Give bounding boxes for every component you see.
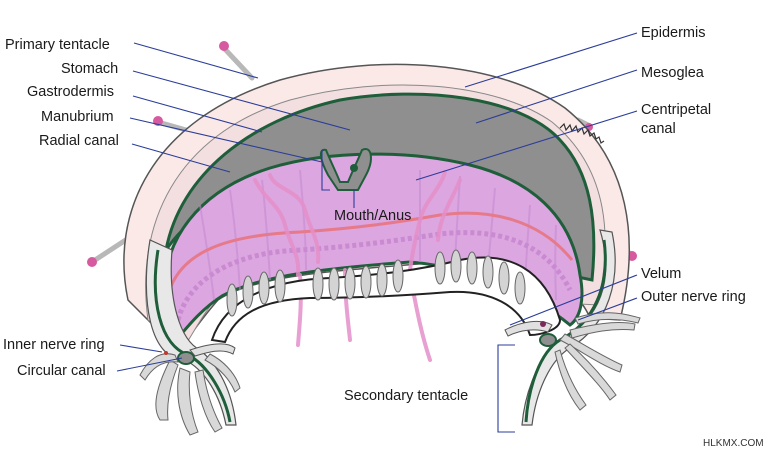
label-gastrodermis: Gastrodermis: [27, 84, 114, 100]
label-epidermis: Epidermis: [641, 25, 705, 41]
label-primary-tentacle: Primary tentacle: [5, 37, 110, 53]
subumbrella-fringe: [226, 249, 526, 317]
label-radial-canal: Radial canal: [39, 133, 119, 149]
right-secondary-tentacles: [554, 312, 641, 411]
label-centripetal-canal-line1: Centripetal: [641, 102, 711, 118]
label-mesoglea: Mesoglea: [641, 65, 705, 81]
right-circular-canal: [539, 333, 557, 347]
label-inner-nerve-ring: Inner nerve ring: [3, 337, 105, 353]
leader-lines: [116, 32, 638, 433]
left-circular-canal: [177, 351, 195, 365]
label-secondary-tentacle: Secondary tentacle: [344, 388, 468, 404]
label-velum: Velum: [641, 266, 681, 282]
gonad-band: [175, 230, 573, 321]
label-circular-canal: Circular canal: [17, 363, 106, 379]
label-stomach: Stomach: [61, 61, 118, 77]
manubrium: [320, 148, 372, 191]
watermark: HLKMX.COM: [703, 438, 764, 449]
left-velum: [189, 343, 236, 357]
label-manubrium: Manubrium: [41, 109, 114, 125]
sensory-margin: [559, 122, 605, 144]
circular-canal-band: [166, 211, 574, 296]
label-mouth-anus: Mouth/Anus: [334, 208, 411, 224]
label-outer-nerve-ring: Outer nerve ring: [641, 289, 746, 305]
label-centripetal-canal-line2: canal: [641, 121, 676, 137]
